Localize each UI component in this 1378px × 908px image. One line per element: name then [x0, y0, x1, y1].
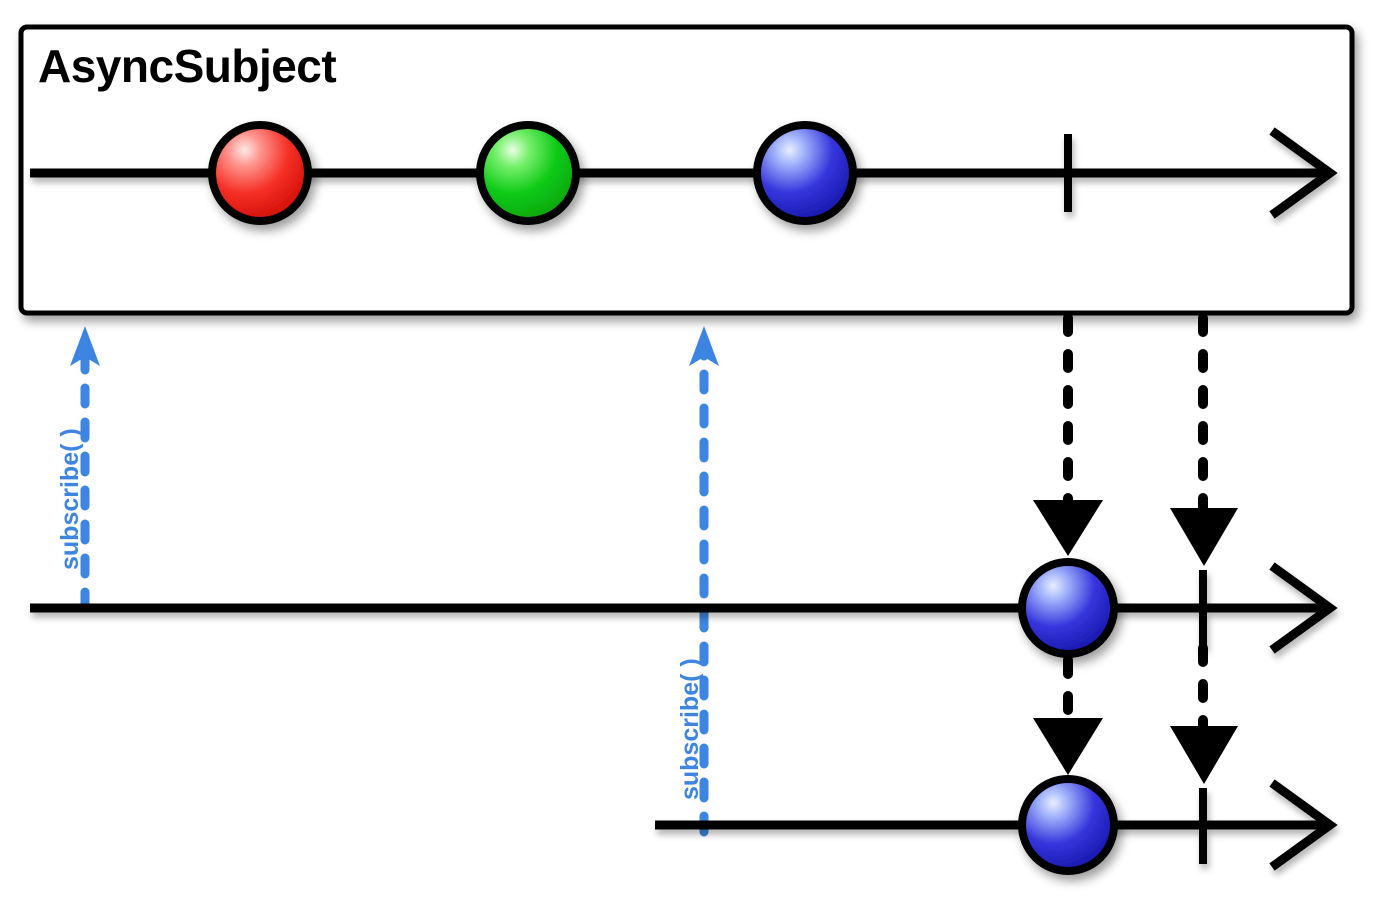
subscribe-label-2: subscribe( ) [676, 658, 704, 800]
subscribe-arrow-2[interactable] [689, 326, 719, 837]
value-emission-2-arrowhead-icon [1033, 718, 1103, 775]
page-title: AsyncSubject [38, 40, 337, 92]
blue-marble[interactable] [1018, 558, 1118, 658]
subscribe-arrow-1-arrowhead-icon [70, 326, 100, 366]
subscribe-arrow-2-arrowhead-icon [689, 326, 719, 366]
subscriber-1-timeline-arrowhead-icon [1269, 562, 1338, 654]
subscriber-2-marbles [1018, 775, 1118, 875]
value-emission-to-subscriber-1 [1033, 313, 1103, 556]
complete-emission-1-arrowhead-icon [1170, 508, 1238, 566]
subscriber-2-timeline-arrowhead-icon [1269, 779, 1338, 871]
green-marble[interactable] [476, 121, 580, 225]
subscriber-1-timeline [30, 562, 1338, 654]
value-emission-to-subscriber-2 [1033, 655, 1103, 775]
blue-marble[interactable] [1018, 775, 1118, 875]
blue-marble[interactable] [753, 121, 857, 225]
complete-emission-to-subscriber-1 [1170, 313, 1238, 566]
subscriber-2-timeline [655, 779, 1338, 871]
value-emission-1-arrowhead-icon [1033, 500, 1103, 556]
source-marbles [208, 121, 857, 225]
subscribe-arrow-1[interactable] [70, 326, 100, 613]
source-timeline-arrowhead-icon [1269, 127, 1338, 219]
complete-emission-2-arrowhead-icon [1170, 726, 1238, 784]
subscribe-label-1: subscribe( ) [56, 428, 84, 570]
red-marble[interactable] [208, 121, 312, 225]
complete-emission-to-subscriber-2 [1170, 643, 1238, 784]
subscriber-1-marbles [1018, 558, 1118, 658]
